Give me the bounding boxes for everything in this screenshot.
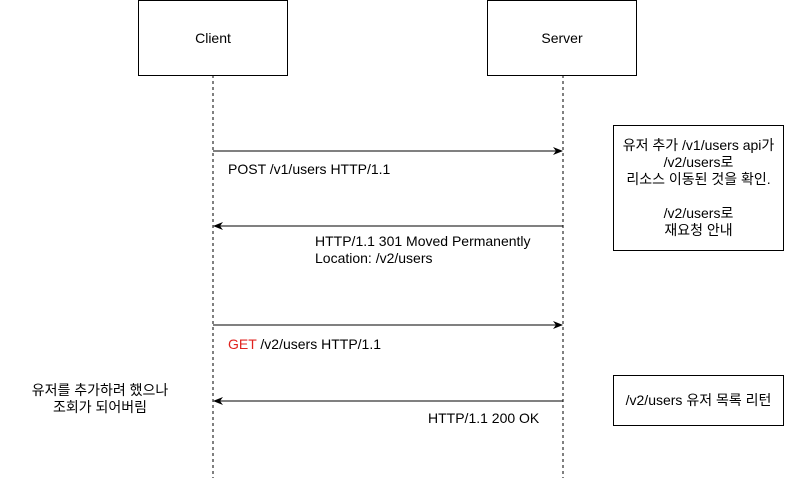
server-note-redirect-line2: /v2/users로: [663, 154, 734, 170]
message-200-label: HTTP/1.1 200 OK: [428, 410, 539, 427]
message-post-text: POST /v1/users HTTP/1.1: [228, 161, 391, 177]
client-note-line2: 조회가 되어버림: [52, 399, 148, 415]
client-note: 유저를 추가하려 했으나 조회가 되어버림: [0, 382, 200, 416]
message-200-text: HTTP/1.1 200 OK: [428, 410, 540, 426]
message-get-method: GET: [228, 336, 257, 352]
server-note-redirect-spacer: [614, 188, 783, 205]
server-participant: Server: [487, 0, 637, 76]
server-note-redirect-line3: 리소스 이동된 것을 확인.: [626, 171, 771, 187]
server-note-redirect-line4: /v2/users로: [663, 205, 734, 221]
message-get-label: GET /v2/users HTTP/1.1: [228, 336, 381, 353]
client-participant: Client: [138, 0, 288, 76]
message-301-line1: HTTP/1.1 301 Moved Permanently: [315, 233, 531, 249]
server-note-list-text: /v2/users 유저 목록 리턴: [625, 392, 772, 408]
server-note-redirect-line1: 유저 추가 /v1/users api가: [622, 137, 775, 153]
message-get-rest: /v2/users HTTP/1.1: [256, 336, 382, 352]
server-note-redirect: 유저 추가 /v1/users api가 /v2/users로 리소스 이동된 …: [613, 125, 784, 251]
message-301-line2: Location: /v2/users: [315, 250, 433, 266]
server-label: Server: [541, 29, 583, 46]
client-label: Client: [195, 29, 231, 46]
message-post-label: POST /v1/users HTTP/1.1: [228, 161, 390, 178]
message-301-label: HTTP/1.1 301 Moved Permanently Location:…: [315, 233, 531, 267]
server-note-list: /v2/users 유저 목록 리턴: [613, 375, 784, 426]
client-note-line1: 유저를 추가하려 했으나: [31, 382, 169, 398]
server-note-redirect-line5: 재요청 안내: [664, 222, 733, 238]
